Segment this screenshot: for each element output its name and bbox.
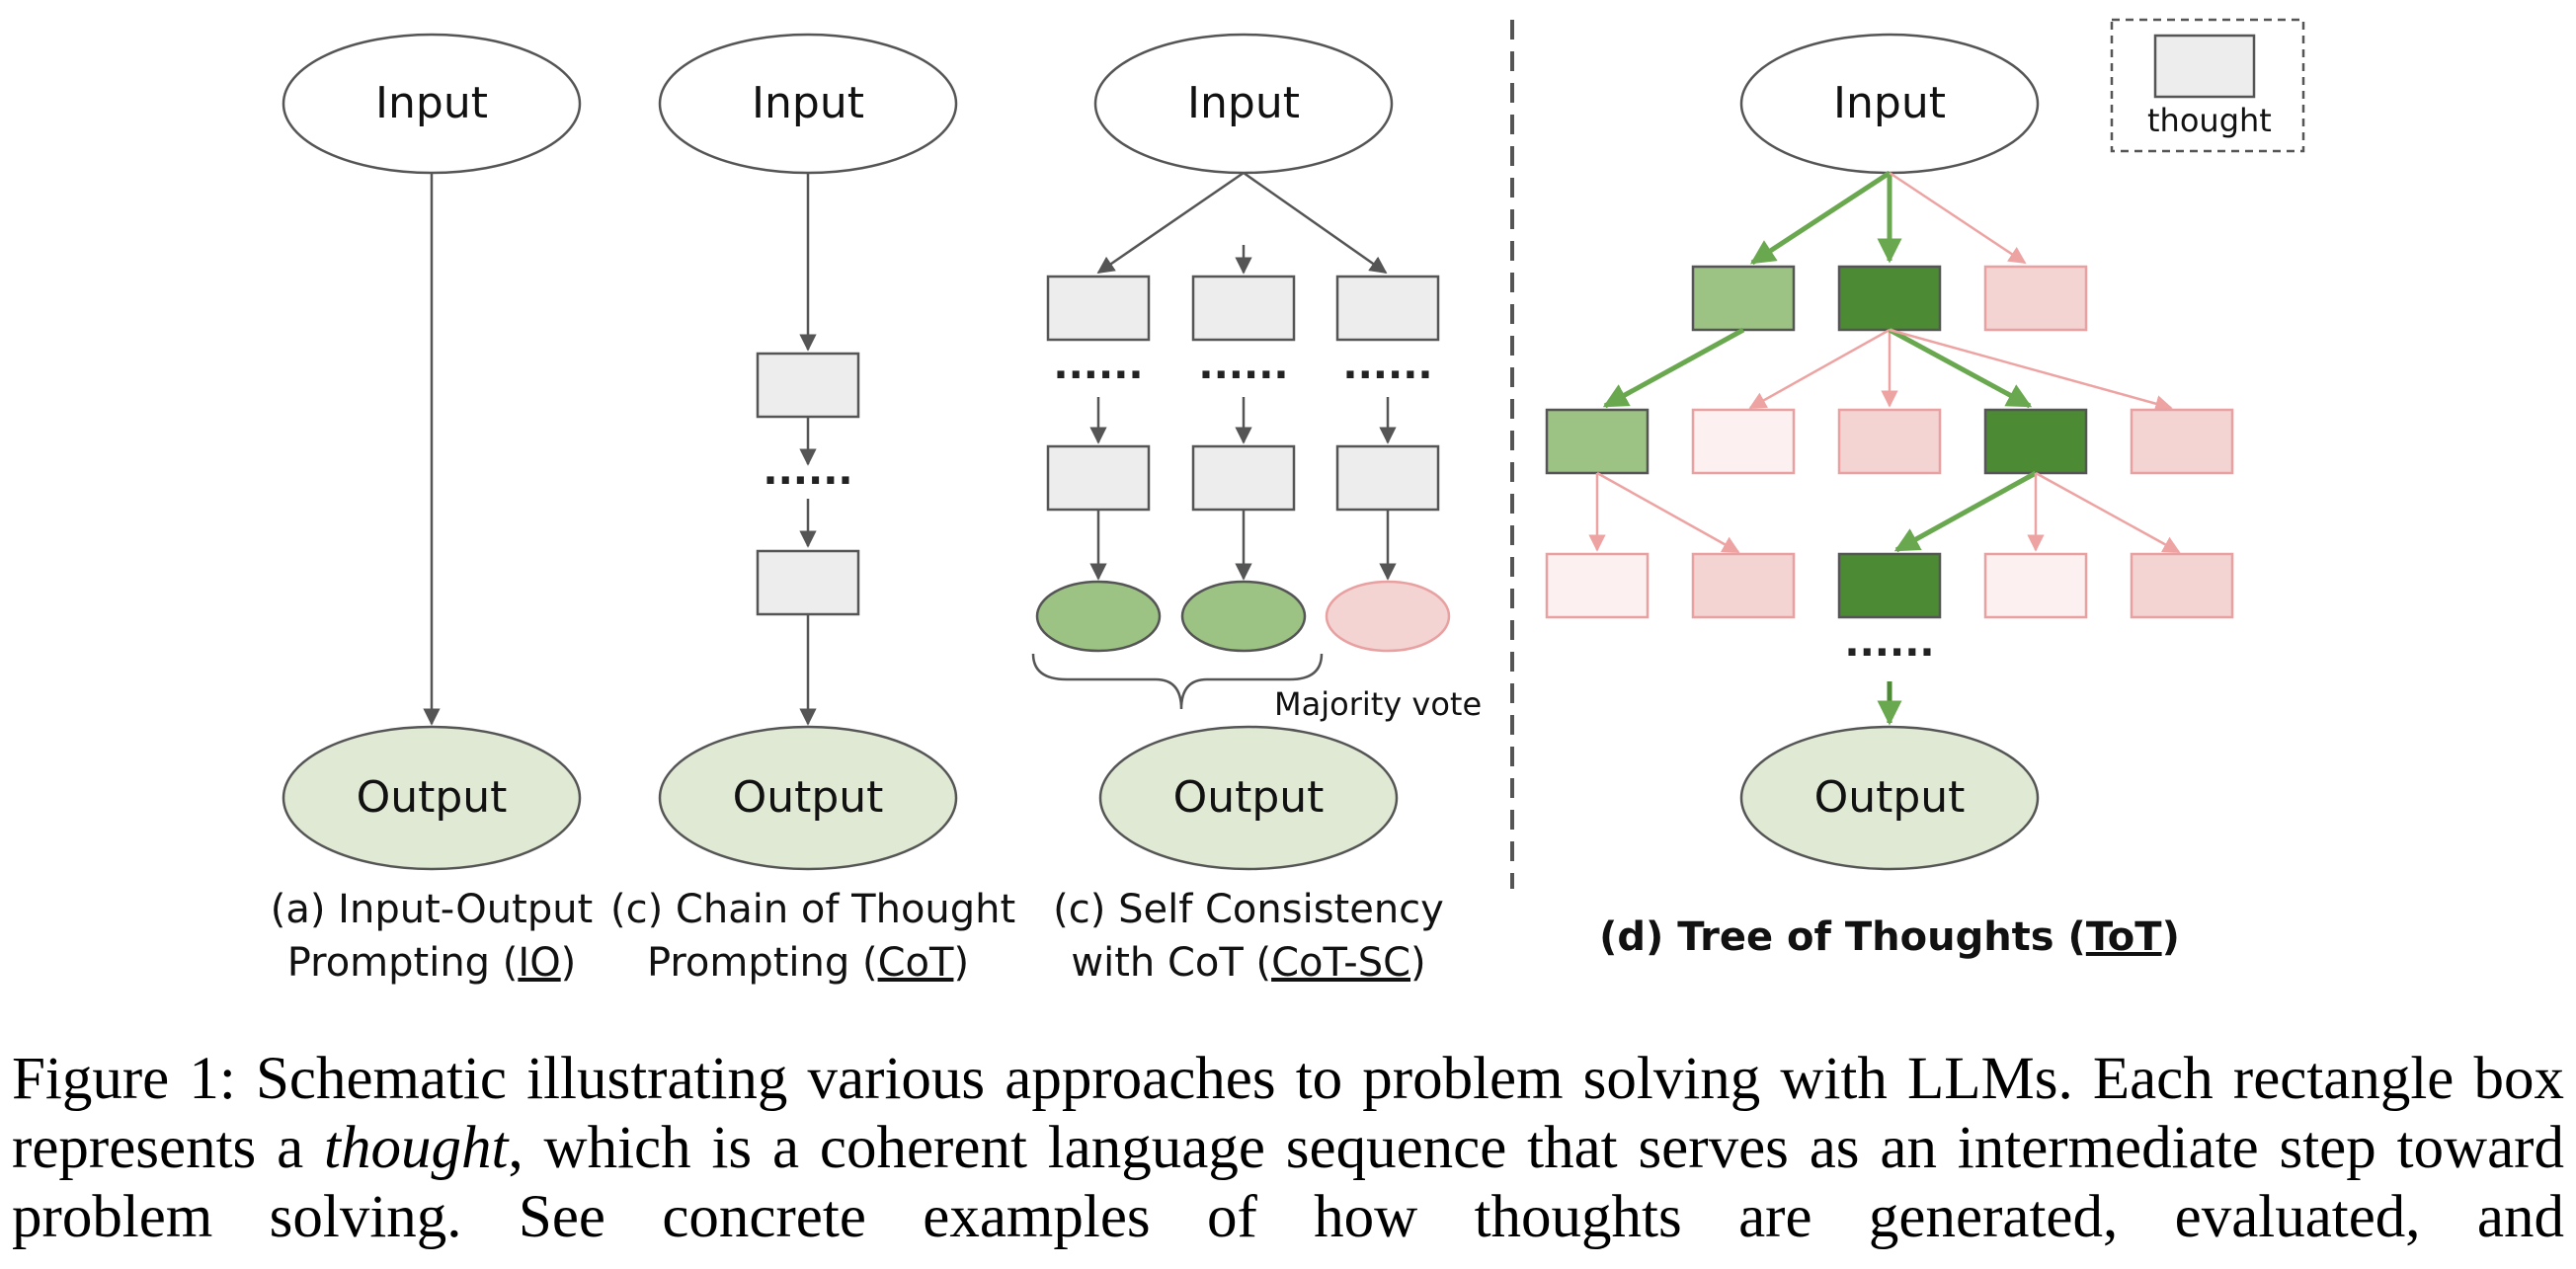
tot-l1-node-3: [1983, 265, 2088, 332]
sc-output-label: Output: [1173, 772, 1325, 823]
tot-l2-node-1: [1545, 408, 1650, 475]
tot-dots: ......: [1844, 620, 1934, 666]
sc-answer-2: [1180, 580, 1307, 653]
subcaption-tot-pre: (d) Tree of Thoughts (: [1599, 914, 2086, 960]
tot-output-label: Output: [1814, 772, 1966, 823]
subcaption-cot-sc-line2-pre: with CoT (: [1071, 940, 1272, 986]
sc-thought-2b: [1191, 444, 1296, 512]
legend-thought-swatch: [2153, 34, 2256, 99]
sc-input-label: Input: [1187, 78, 1300, 128]
subcaption-tot-post: ): [2161, 914, 2180, 960]
sc-output-node: [1098, 725, 1399, 871]
sc-thought-3a: [1335, 275, 1440, 342]
caption-part-1: Figure 1: Schematic illustrating various…: [12, 1046, 2564, 1181]
tot-l2-node-2: [1691, 408, 1796, 475]
subcaption-cot-line2-post: ): [953, 940, 970, 986]
sc-answer-1: [1035, 580, 1162, 653]
subcaption-cot-sc-line1: (c) Self Consistency: [1053, 887, 1444, 932]
subcaption-cot-abbrev: CoT: [877, 940, 954, 986]
sc-thought-3b: [1335, 444, 1440, 512]
tot-edge-1-4: [1602, 327, 1745, 409]
sc-thought-1a: [1046, 275, 1151, 342]
caption-italic-term: thought: [324, 1115, 509, 1181]
sc-answer-3: [1325, 580, 1451, 653]
tot-l3-node-4: [1983, 552, 2088, 619]
subcaption-io: (a) Input-Output Prompting (IO): [254, 883, 609, 990]
subcaption-io-line1: (a) Input-Output: [270, 887, 594, 932]
io-output-node: [282, 725, 582, 871]
sc-dots-3: ......: [1342, 343, 1432, 388]
legend: thought: [2110, 18, 2305, 153]
tot-edge-0-3: [1889, 171, 2027, 265]
subcaption-tot: (d) Tree of Thoughts (ToT): [1593, 911, 2186, 964]
caption-part-2: , which is a coherent language sequence …: [12, 1115, 2564, 1250]
tot-l2-node-4: [1983, 408, 2088, 475]
subcaption-cot: (c) Chain of Thought Prompting (CoT): [610, 883, 1016, 990]
sc-thought-1b: [1046, 444, 1151, 512]
panel-io: Input Output: [282, 33, 582, 871]
cot-thought-1: [756, 352, 860, 419]
sc-arrow-left: [1096, 171, 1245, 275]
tot-l2-node-3: [1837, 408, 1942, 475]
cot-output-label: Output: [733, 772, 884, 823]
tot-l3-node-5: [2130, 552, 2234, 619]
cot-output-node: [658, 725, 958, 871]
tot-schematic-figure: Input Output Input ...... Output Input .…: [282, 18, 2305, 889]
tot-edge-7-13: [2035, 471, 2181, 554]
tot-edge-2-5: [1748, 328, 1891, 410]
tot-edge-7-11: [1893, 470, 2038, 553]
tot-l3-node-2: [1691, 552, 1796, 619]
subcaption-cot-sc-line2-post: ): [1410, 940, 1426, 986]
tot-input-label: Input: [1833, 78, 1946, 128]
subcaption-tot-abbrev: ToT: [2085, 914, 2162, 960]
subcaption-io-line2: Prompting (IO): [254, 936, 609, 990]
tot-edge-4-10: [1596, 471, 1740, 554]
sc-majority-vote-label: Majority vote: [1274, 685, 1482, 723]
panel-cot: Input ...... Output: [658, 33, 958, 871]
sc-dots-1: ......: [1053, 343, 1143, 388]
subcaption-cot-line1: (c) Chain of Thought: [610, 887, 1016, 932]
tot-edge-2-8: [1889, 328, 2173, 413]
subcaption-cot-sc-abbrev: CoT-SC: [1271, 940, 1411, 986]
subcaption-cot-sc-line2: with CoT (CoT-SC): [1051, 936, 1446, 990]
sc-dots-2: ......: [1198, 343, 1288, 388]
tot-l3-node-1: [1545, 552, 1650, 619]
sc-thought-2a: [1191, 275, 1296, 342]
panel-tot: Input ...... O: [1545, 33, 2234, 871]
io-output-label: Output: [357, 772, 508, 823]
sc-majority-brace: [1031, 653, 1324, 710]
tot-edge-2-7: [1888, 327, 2033, 409]
figure-caption: Figure 1: Schematic illustrating various…: [12, 1045, 2564, 1252]
panel-cot-sc: Input ...... ...... ...... Majority vote…: [1031, 33, 1482, 871]
io-input-label: Input: [375, 78, 488, 128]
cot-input-label: Input: [752, 78, 864, 128]
tot-edge-0-1: [1749, 170, 1892, 266]
tot-l3-node-3: [1837, 552, 1942, 619]
tot-l1-node-1: [1691, 265, 1796, 332]
cot-dots: ......: [763, 448, 852, 494]
subcaption-io-line2-post: ): [560, 940, 577, 986]
tot-output-node: [1739, 725, 2040, 871]
tot-l1-node-2: [1837, 265, 1942, 332]
subcaption-cot-sc: (c) Self Consistency with CoT (CoT-SC): [1051, 883, 1446, 990]
tot-l2-node-5: [2130, 408, 2234, 475]
legend-thought-label: thought: [2147, 102, 2272, 139]
subcaption-cot-line2: Prompting (CoT): [610, 936, 1006, 990]
subcaption-io-abbrev: IO: [518, 940, 561, 986]
subcaption-io-line2-pre: Prompting (: [286, 940, 519, 986]
cot-thought-2: [756, 549, 860, 616]
sc-arrow-right: [1243, 171, 1388, 275]
subcaption-cot-line2-pre: Prompting (: [646, 940, 878, 986]
